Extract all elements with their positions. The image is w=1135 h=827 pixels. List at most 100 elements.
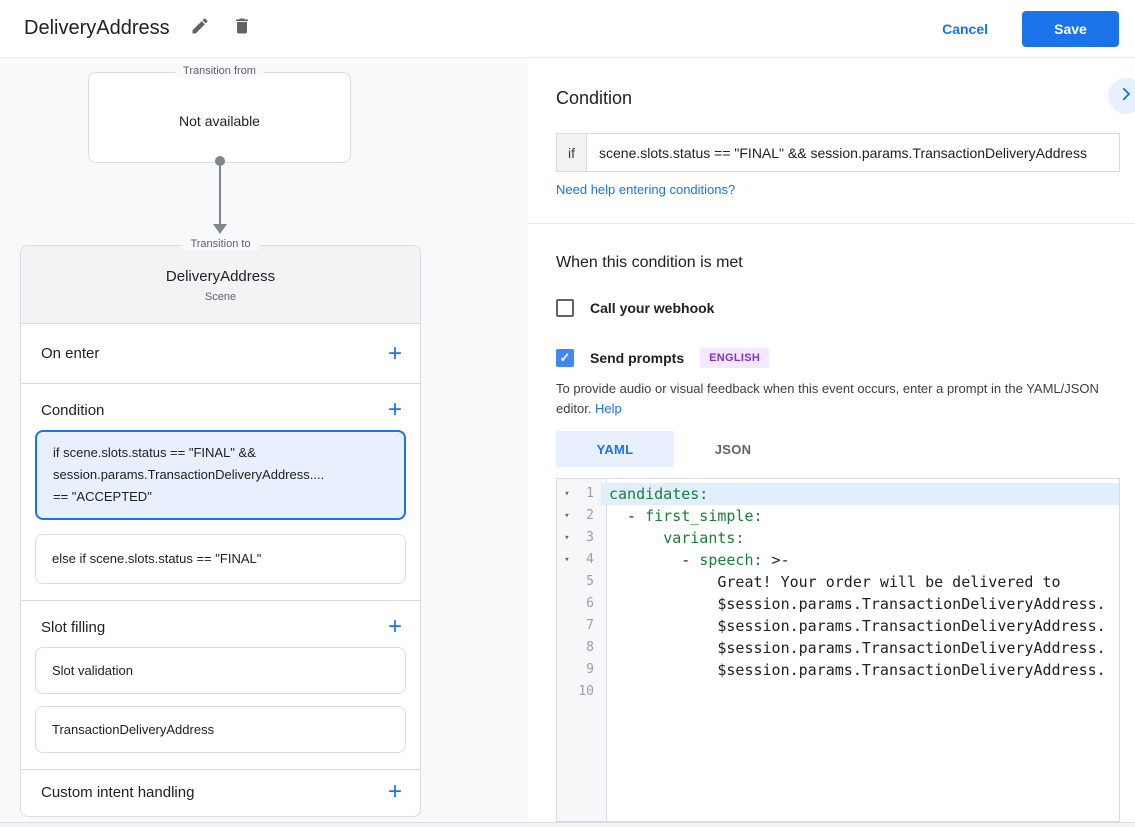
editor-line[interactable]: 5 Great! Your order will be delivered to bbox=[557, 571, 1119, 593]
yaml-code-editor[interactable]: ▾ 1 candidates: ▾ 2 - first_simple: ▾ 3 varian… bbox=[556, 478, 1120, 822]
gutter-spacer bbox=[557, 615, 577, 637]
editor-gutter bbox=[557, 479, 607, 821]
transition-from-legend: Transition from bbox=[175, 65, 264, 77]
call-webhook-label: Call your webhook bbox=[590, 300, 715, 316]
condition-expression-field: if scene.slots.status == "FINAL" && sess… bbox=[556, 133, 1120, 172]
scene-type-label: Scene bbox=[204, 291, 237, 303]
on-enter-label: On enter bbox=[41, 345, 100, 362]
editor-line[interactable]: 6 $session.params.TransactionDeliveryAdd… bbox=[557, 593, 1119, 615]
editor-line[interactable]: 8 $session.params.TransactionDeliveryAdd… bbox=[557, 637, 1119, 659]
code-line: - first_simple: bbox=[609, 507, 763, 525]
tab-json[interactable]: JSON bbox=[714, 441, 752, 457]
help-link[interactable]: Help bbox=[595, 401, 622, 416]
slot-validation-card[interactable]: Slot validation bbox=[35, 647, 406, 694]
add-on-enter-icon[interactable]: + bbox=[387, 339, 402, 367]
editor-tabs: YAML JSON bbox=[556, 431, 792, 467]
line-number: 3 bbox=[586, 530, 594, 545]
line-number: 4 bbox=[586, 552, 594, 567]
connector-dot bbox=[215, 156, 225, 166]
condition-expression-input[interactable]: scene.slots.status == "FINAL" && session… bbox=[599, 144, 1087, 161]
save-button[interactable]: Save bbox=[1022, 10, 1119, 47]
line-number: 10 bbox=[578, 684, 594, 699]
line-number: 2 bbox=[586, 508, 594, 523]
code-line: candidates: bbox=[601, 483, 1119, 505]
condition-section-label: Condition bbox=[41, 401, 105, 419]
slot-filling-label: Slot filling bbox=[41, 618, 106, 636]
editor-line[interactable]: ▾ 1 candidates: bbox=[557, 483, 1119, 505]
condition-editor-panel: Condition if scene.slots.status == "FINA… bbox=[528, 58, 1135, 822]
custom-intent-row[interactable]: Custom intent handling + bbox=[21, 770, 420, 814]
slot-card[interactable]: TransactionDeliveryAddress bbox=[35, 706, 406, 753]
transition-from-value: Not available bbox=[179, 113, 260, 129]
code-line bbox=[601, 681, 1119, 703]
add-slot-icon[interactable]: + bbox=[387, 613, 402, 640]
webhook-row: Call your webhook bbox=[556, 299, 714, 317]
transition-to-legend: Transition to bbox=[182, 238, 259, 250]
language-badge: ENGLISH bbox=[700, 348, 770, 368]
gutter-spacer bbox=[557, 659, 577, 681]
code-line: $session.params.TransactionDeliveryAddre… bbox=[717, 661, 1106, 679]
top-bar: DeliveryAddress Cancel Save bbox=[0, 0, 1135, 58]
gutter-spacer bbox=[557, 637, 577, 659]
line-number: 9 bbox=[586, 662, 594, 677]
code-line: variants: bbox=[663, 529, 745, 547]
code-line: - speech: >- bbox=[609, 551, 790, 569]
editor-line[interactable]: 7 $session.params.TransactionDeliveryAdd… bbox=[557, 615, 1119, 637]
gutter-spacer bbox=[557, 571, 577, 593]
edit-title-button[interactable] bbox=[188, 17, 212, 41]
condition-card[interactable]: else if scene.slots.status == "FINAL" bbox=[35, 534, 406, 584]
when-condition-heading: When this condition is met bbox=[556, 254, 743, 271]
collapse-arrow-icon[interactable]: ▾ bbox=[564, 489, 570, 499]
tab-yaml[interactable]: YAML bbox=[556, 431, 674, 467]
transition-from-box: Transition from Not available bbox=[88, 65, 351, 163]
gutter-spacer bbox=[557, 681, 577, 703]
cancel-button[interactable]: Cancel bbox=[942, 20, 988, 37]
editor-line[interactable]: ▾ 4 - speech: >- bbox=[557, 549, 1119, 571]
condition-text-line: else if scene.slots.status == "FINAL" bbox=[52, 551, 262, 566]
prompt-hint-text: To provide audio or visual feedback when… bbox=[556, 379, 1114, 419]
line-number: 1 bbox=[586, 486, 594, 501]
add-condition-icon[interactable]: + bbox=[387, 396, 402, 423]
custom-intent-label: Custom intent handling bbox=[41, 783, 195, 801]
code-line: Great! Your order will be delivered to bbox=[717, 573, 1061, 591]
delete-scene-button[interactable] bbox=[230, 17, 254, 41]
trash-icon bbox=[232, 16, 252, 41]
editor-line[interactable]: 9 $session.params.TransactionDeliveryAdd… bbox=[557, 659, 1119, 681]
condition-heading: Condition bbox=[556, 88, 633, 108]
add-custom-intent-icon[interactable]: + bbox=[387, 778, 402, 805]
editor-line[interactable]: ▾ 2 - first_simple: bbox=[557, 505, 1119, 527]
slot-filling-section: Slot filling + Slot validation Transacti… bbox=[21, 601, 420, 770]
hint-text: To provide audio or visual feedback when… bbox=[556, 381, 1099, 416]
send-prompts-checkbox[interactable]: ✓ bbox=[556, 349, 574, 367]
line-number: 7 bbox=[586, 618, 594, 633]
condition-text-line: if scene.slots.status == "FINAL" && bbox=[53, 445, 256, 460]
gutter-spacer bbox=[557, 593, 577, 615]
condition-card-selected[interactable]: if scene.slots.status == "FINAL" && sess… bbox=[35, 430, 406, 520]
condition-section: Condition + if scene.slots.status == "FI… bbox=[21, 384, 420, 601]
editor-line[interactable]: 10 bbox=[557, 681, 1119, 703]
collapse-arrow-icon[interactable]: ▾ bbox=[564, 533, 570, 543]
editor-line[interactable]: ▾ 3 variants: bbox=[557, 527, 1119, 549]
scene-diagram-canvas: Transition from Not available Transition… bbox=[0, 58, 528, 822]
send-prompts-label: Send prompts bbox=[590, 350, 685, 366]
connector-line bbox=[219, 166, 221, 224]
on-enter-row[interactable]: On enter + bbox=[21, 324, 420, 384]
bottom-scrollbar-track[interactable] bbox=[0, 822, 1135, 827]
code-line: $session.params.TransactionDeliveryAddre… bbox=[717, 617, 1106, 635]
line-number: 5 bbox=[586, 574, 594, 589]
collapse-panel-button[interactable] bbox=[1108, 78, 1135, 114]
collapse-arrow-icon[interactable]: ▾ bbox=[564, 555, 570, 565]
page-title: DeliveryAddress bbox=[24, 17, 170, 39]
if-prefix-label: if bbox=[557, 134, 587, 171]
panel-divider bbox=[528, 223, 1135, 224]
send-prompts-row: ✓ Send prompts ENGLISH bbox=[556, 348, 770, 368]
call-webhook-checkbox[interactable] bbox=[556, 299, 574, 317]
condition-text-line: == "ACCEPTED" bbox=[53, 489, 152, 504]
transition-to-card: Transition to DeliveryAddress Scene On e… bbox=[20, 238, 421, 817]
collapse-arrow-icon[interactable]: ▾ bbox=[564, 511, 570, 521]
need-help-link[interactable]: Need help entering conditions? bbox=[556, 182, 736, 197]
condition-text-line: session.params.TransactionDeliveryAddres… bbox=[53, 467, 325, 482]
scene-card-header: DeliveryAddress Scene bbox=[21, 246, 420, 324]
connector-arrowhead-icon bbox=[213, 224, 227, 234]
pencil-icon bbox=[190, 16, 210, 41]
